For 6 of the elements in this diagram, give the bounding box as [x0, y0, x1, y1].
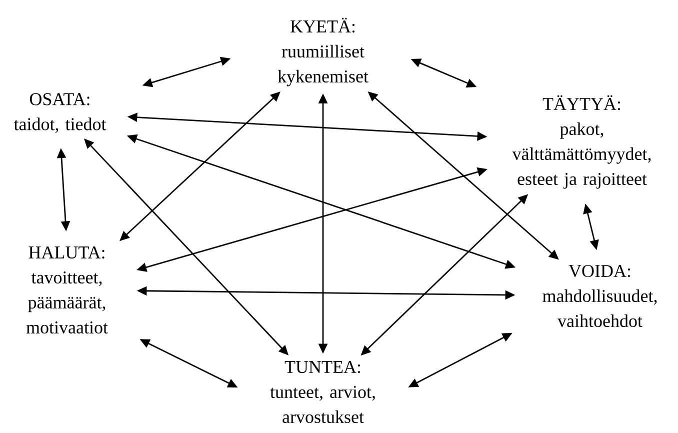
- concept-text: KYETÄ: ruumiilliset kykenemiset: [278, 18, 368, 86]
- concept-text: VOIDA: mahdollisuudet, vaihtoehdot: [542, 264, 657, 328]
- concept-text: TÄYTYÄ: pakot, välttämättömyydet, esteet ja rajoitteet: [512, 95, 651, 189]
- concept-text: HALUTA: tavoitteet, päämäärät, motivaatiot: [26, 246, 108, 334]
- concept-text: OSATA: taidot, tiedot: [14, 93, 106, 133]
- concept-text: TUNTEA: tunteet, arviot, arvostukset: [270, 360, 375, 424]
